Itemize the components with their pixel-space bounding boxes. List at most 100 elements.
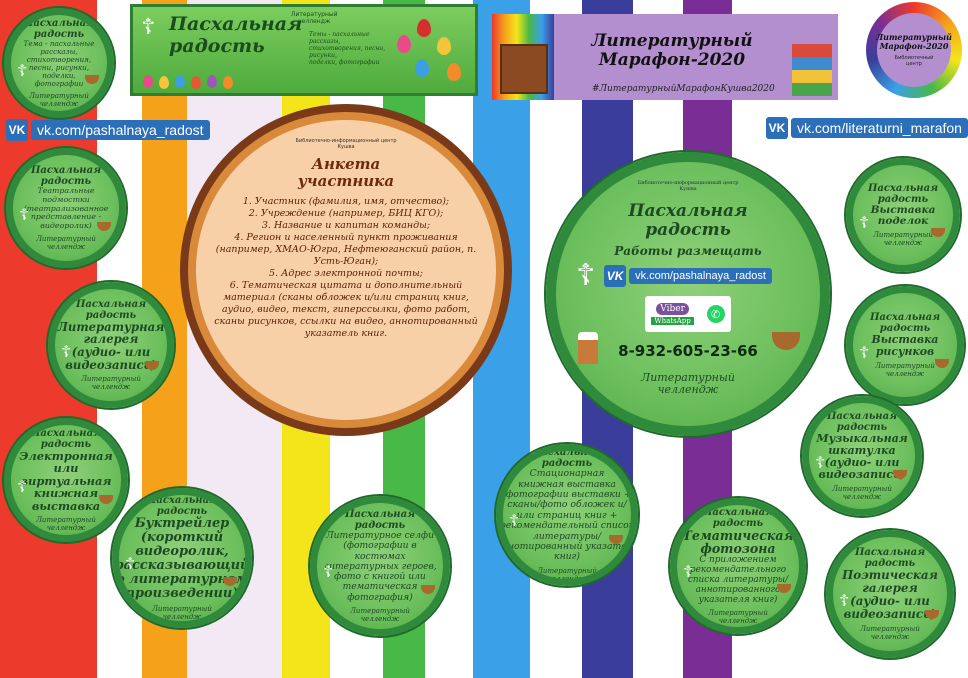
- cross-icon: ☦: [815, 453, 826, 473]
- banner-right-hashtag: #ЛитературныйМарафонКушва2020: [592, 84, 775, 94]
- vk-icon: VK: [766, 117, 788, 139]
- form-item: 6. Тематическая цитата и дополнительный …: [214, 280, 478, 339]
- cross-icon: ☦: [509, 510, 520, 530]
- circle-footer: Литературный челлендж: [36, 516, 96, 533]
- circle-brand: Пасхальная радость: [146, 495, 218, 517]
- circle-footer: Литературный челлендж: [875, 361, 935, 378]
- circle-footer: Литературный челлендж: [36, 234, 96, 251]
- circle-footer: Литературный челлендж: [860, 624, 920, 641]
- cross-icon: ☦: [859, 212, 870, 232]
- egg-basket-icon: [609, 534, 623, 544]
- egg-basket-icon: [931, 227, 945, 237]
- cross-icon: ☦: [125, 553, 136, 573]
- vk-icon: VK: [6, 119, 28, 141]
- form-item: 5. Адрес электронной почты;: [269, 268, 423, 279]
- logo-circle-title: Литературный Марафон-2020: [876, 32, 952, 51]
- circle-heading: Поэтическая галерея (аудио- или видеозап…: [842, 568, 938, 621]
- form-item: 4. Регион и населенный пункт проживания …: [215, 232, 477, 267]
- cross-icon: ☦: [61, 341, 72, 361]
- whatsapp-icon: ✆: [706, 305, 725, 323]
- circle-footer: Литературный челлендж: [152, 605, 212, 621]
- center-org: Библиотечно-информационный центр Кушва: [637, 180, 739, 192]
- circle-brand: Пасхальная радость: [30, 427, 102, 450]
- circle-footer: Литературный челлендж: [81, 375, 141, 392]
- whatsapp-label: WhatsApp: [651, 317, 694, 325]
- circle-footer: Литературный челлендж: [832, 485, 892, 501]
- center-subtitle: Работы размещать: [614, 244, 762, 258]
- banner-right-title: Литературный Марафон-2020: [591, 31, 753, 70]
- circle-description: Стационарная книжная выставка (фотографи…: [496, 468, 638, 563]
- cross-icon: ☦: [683, 562, 694, 582]
- cross-icon: ☦: [839, 590, 850, 610]
- cross-icon: ☦: [19, 205, 30, 225]
- egg-basket-icon: [421, 585, 435, 594]
- easter-eggs-decoration: [143, 73, 343, 91]
- cross-icon: ☦: [323, 561, 334, 581]
- circle-description: С приложением рекомендательного списка л…: [687, 554, 789, 605]
- circle-description: Тема - пасхальные рассказы, стихотворени…: [23, 38, 95, 89]
- circle-footer: Литературный челлендж: [29, 92, 89, 109]
- egg-basket-icon: [772, 332, 800, 350]
- logo-circle-sub: Библиотечный центр: [894, 55, 934, 67]
- circle-heading: Музыкальная шкатулка (аудио- или видеоза…: [816, 432, 908, 481]
- circle-footer: Литературный челлендж: [708, 609, 768, 626]
- center-vk-text: vk.com/pashalnaya_radost: [629, 268, 772, 284]
- egg-basket-icon: [145, 360, 159, 370]
- egg-basket-icon: [925, 610, 939, 619]
- form-items: 1. Участник (фамилия, имя, отчество); 2.…: [210, 196, 482, 340]
- banner-left-small-title: Литературный челлендж: [291, 11, 338, 25]
- circle-footer: Литературный челлендж: [350, 606, 410, 623]
- circle-brand: Пасхальная радость: [867, 182, 939, 205]
- form-title: Анкета участника: [297, 155, 395, 190]
- cross-icon: ☦: [17, 477, 28, 497]
- circle-heading: Литературная галерея (аудио- или видеоза…: [57, 319, 165, 372]
- circle-brand: Пасхальная радость: [854, 547, 926, 570]
- form-item: 2. Учреждение (например, БИЦ КГО);: [248, 208, 444, 219]
- circle-heading: Буктрейлер (короткий видеоролик, рассказ…: [114, 516, 250, 601]
- egg-basket-icon: [85, 74, 99, 84]
- banner-left-small-text: Темы - пасхальные рассказы, стихотворени…: [309, 31, 386, 66]
- center-info-circle: Библиотечно-информационный центр Кушва П…: [546, 152, 830, 436]
- circle-heading: Тематическая фотозона: [682, 527, 794, 557]
- banner-literary-marathon: Литературный Марафон-2020 #ЛитературныйМ…: [492, 14, 838, 100]
- circle-heading: Выставка поделок: [870, 203, 936, 227]
- vk-link-right-text: vk.com/literaturni_marafon: [791, 118, 968, 138]
- vk-icon: VK: [604, 265, 627, 287]
- marathon-logo-circle: Литературный Марафон-2020 Библиотечный ц…: [866, 2, 962, 98]
- messenger-badge[interactable]: Viber WhatsApp ✆: [645, 296, 731, 332]
- circle-brand: Пасхальная радость: [702, 506, 774, 529]
- egg-basket-icon: [935, 358, 949, 368]
- egg-basket-icon: [223, 577, 237, 586]
- viber-icon: Viber: [656, 303, 689, 315]
- circle-brand: Пасхальная радость: [30, 165, 102, 188]
- cross-icon: ☦: [141, 15, 156, 40]
- circle-heading: Выставка рисунков: [871, 333, 939, 358]
- egg-basket-icon: [893, 470, 907, 479]
- circle-description: Театральные подмостки (театрализованное …: [23, 186, 109, 231]
- egg-basket-icon: [97, 222, 111, 231]
- form-item: 1. Участник (фамилия, имя, отчество);: [242, 196, 450, 207]
- circle-footer: Литературный челлендж: [873, 231, 933, 248]
- vk-link-left[interactable]: VK vk.com/pashalnaya_radost: [6, 118, 210, 142]
- kulich-icon: [578, 332, 598, 364]
- circle-brand: Пасхальная радость: [344, 509, 416, 532]
- vk-link-right[interactable]: VK vk.com/literaturni_marafon: [766, 116, 968, 140]
- circle-heading: Электронная или виртуальная книжная выст…: [19, 448, 113, 513]
- books-stack-icon: [792, 44, 832, 96]
- banner-left-title: Пасхальная радость: [169, 13, 303, 57]
- cross-icon: ☦: [859, 342, 870, 362]
- circle-brand: Пасхальная радость: [531, 447, 603, 470]
- easter-eggs-decoration-right: [395, 15, 479, 95]
- center-vk-link[interactable]: VK vk.com/pashalnaya_radost: [604, 264, 772, 288]
- circle-brand: Пасхальная радость: [826, 411, 898, 433]
